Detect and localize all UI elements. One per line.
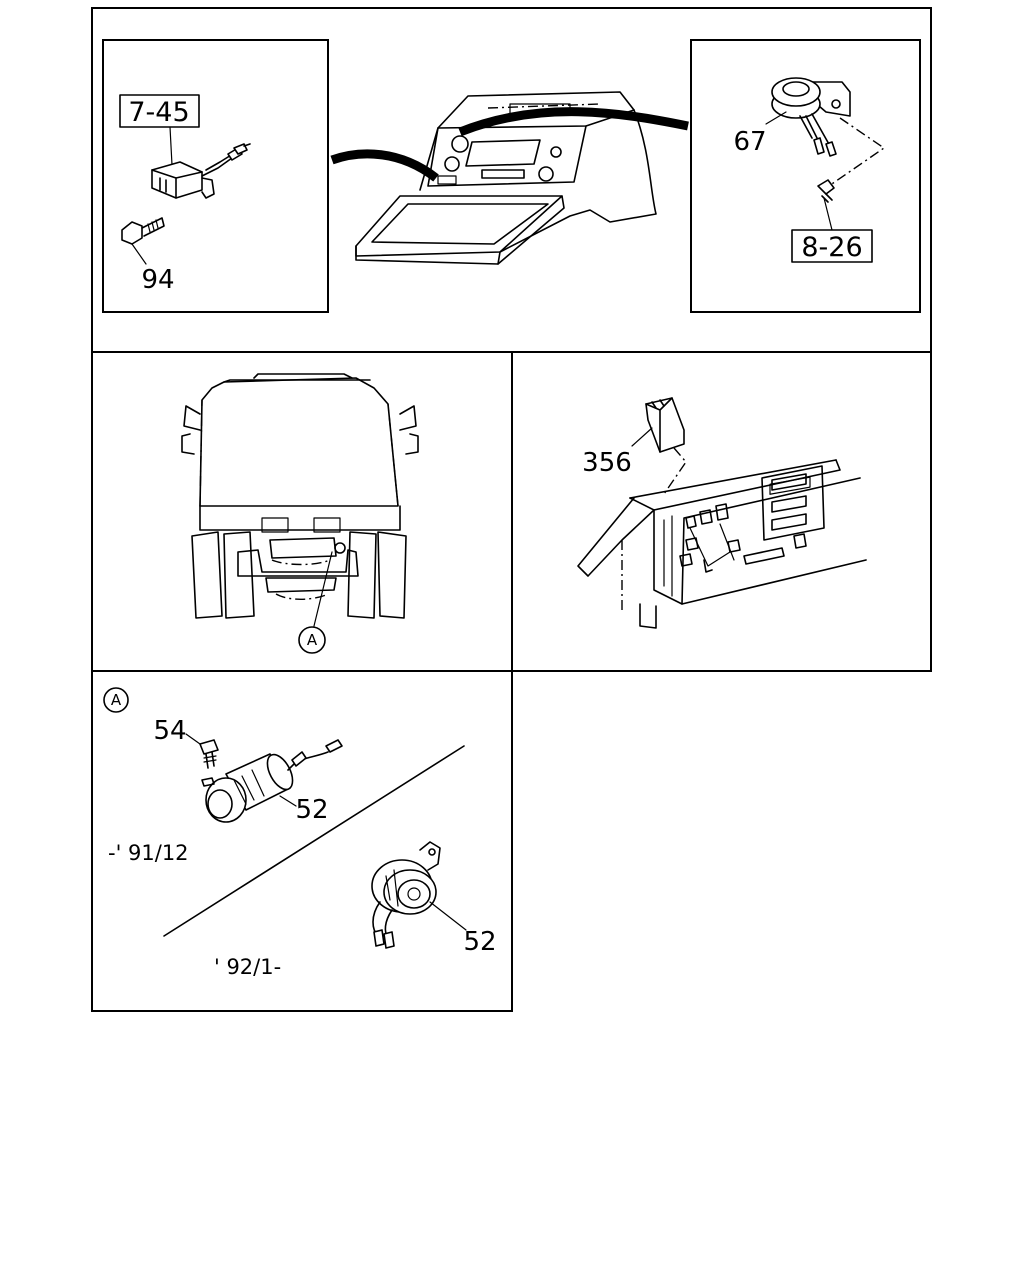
detail-a-marker: [298, 626, 326, 654]
instrument-panel-section: [577, 459, 867, 629]
horn-late-part: 52: [371, 841, 497, 957]
ref-label-7-45: 7-45: [128, 97, 189, 128]
detail-a-header-letter: A: [111, 691, 122, 709]
detail-a-header-marker: [103, 687, 129, 713]
panel-detail-a: A 54 52 -' 91/12: [103, 687, 497, 979]
screw-part: 54: [153, 716, 219, 769]
panel-truck-rear: A: [181, 373, 419, 654]
ref-label-8-26: 8-26: [801, 232, 862, 263]
detail-a-letter: A: [307, 631, 318, 649]
part-number-52-late: 52: [463, 927, 496, 957]
ref-box-8-26: [791, 229, 873, 263]
bolt-part: 94: [121, 217, 175, 295]
panel-cab-overview: 7-45 94: [119, 77, 886, 295]
dashboard-console: [355, 91, 657, 265]
part-number-356: 356: [582, 448, 632, 478]
harness-lead-right: [458, 107, 689, 137]
date-range-early: -' 91/12: [108, 841, 189, 865]
connector-part: 7-45: [119, 94, 251, 199]
date-range-late: ' 92/1-: [214, 955, 281, 979]
inset-left-frame: [102, 39, 329, 313]
panel-frames: [91, 7, 932, 1012]
panel-dash-relay: 356: [577, 397, 867, 629]
buzzer-part: 67 8-26: [733, 77, 886, 263]
harness-lead-left: [330, 149, 439, 182]
part-number-54: 54: [153, 716, 186, 746]
part-number-67: 67: [733, 127, 766, 157]
ref-box-7-45: [119, 94, 200, 128]
inset-right-frame: [690, 39, 921, 313]
version-divider-line: [163, 745, 465, 937]
part-number-52-early: 52: [295, 795, 328, 825]
horn-early-part: 52: [201, 739, 343, 825]
part-number-94: 94: [141, 265, 174, 295]
relay-part: 356: [582, 397, 685, 478]
